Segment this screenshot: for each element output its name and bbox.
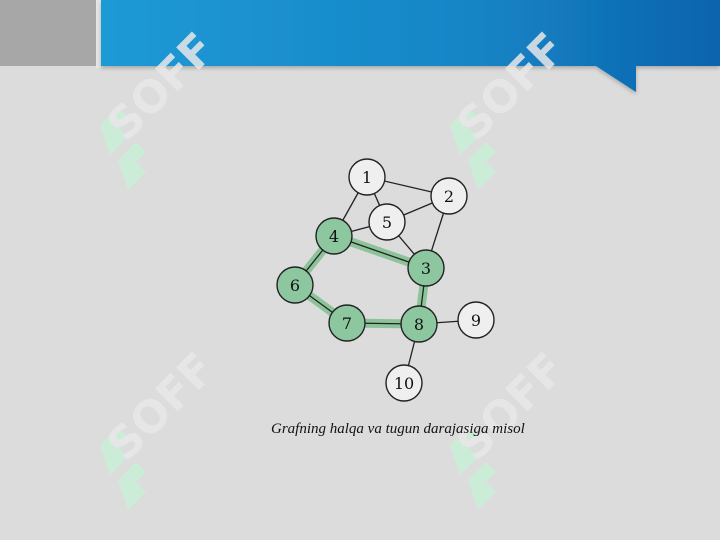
- node-circle-2: [430, 177, 468, 215]
- node-circle-9: [457, 301, 495, 339]
- node-circle-4: [315, 217, 353, 255]
- node-1: 1: [348, 158, 386, 196]
- header-blue-bar: [101, 0, 720, 92]
- node-5: 5: [368, 203, 406, 241]
- soff-logo-icon: [100, 427, 146, 510]
- node-label-3: 3: [421, 259, 431, 278]
- node-2: 2: [430, 177, 468, 215]
- node-circle-3: [407, 249, 445, 287]
- diagram-caption: Grafning halqa va tugun darajasiga misol: [271, 421, 525, 437]
- node-label-7: 7: [342, 314, 352, 333]
- soff-logo-icon: [100, 107, 146, 190]
- node-circle-7: [328, 304, 366, 342]
- node-circle-10: [385, 364, 423, 402]
- node-7: 7: [328, 304, 366, 342]
- node-8: 8: [400, 305, 438, 343]
- soff-logo-icon: [450, 107, 496, 190]
- graph-nodes: 1 2 3 4 5 6 7 8 9 10: [276, 158, 495, 402]
- node-circle-6: [276, 266, 314, 304]
- node-label-10: 10: [394, 374, 414, 393]
- node-6: 6: [276, 266, 314, 304]
- node-label-6: 6: [290, 276, 300, 295]
- header-divider: [96, 0, 101, 68]
- node-label-9: 9: [471, 311, 481, 330]
- node-3: 3: [407, 249, 445, 287]
- node-label-2: 2: [444, 187, 454, 206]
- node-4: 4: [315, 217, 353, 255]
- node-label-4: 4: [329, 227, 339, 246]
- node-label-8: 8: [414, 315, 424, 334]
- header-band: [0, 0, 720, 92]
- soff-logo-icon: [450, 427, 496, 510]
- node-10: 10: [385, 364, 423, 402]
- node-circle-5: [368, 203, 406, 241]
- node-circle-8: [400, 305, 438, 343]
- node-label-1: 1: [362, 168, 372, 187]
- header-gray-block: [0, 0, 96, 66]
- node-circle-1: [348, 158, 386, 196]
- node-9: 9: [457, 301, 495, 339]
- node-label-5: 5: [382, 213, 392, 232]
